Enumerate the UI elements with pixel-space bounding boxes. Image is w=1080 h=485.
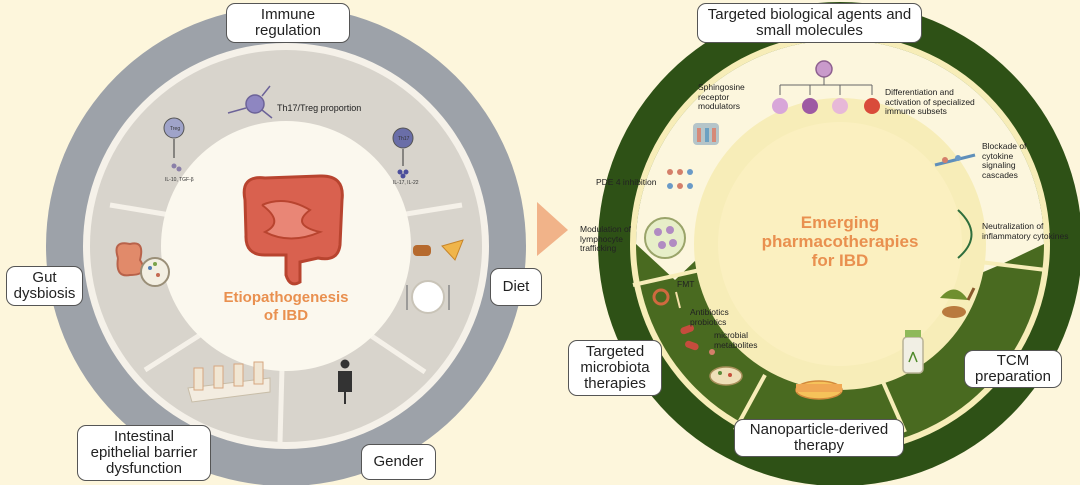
th17-cell-icon: [392, 127, 414, 149]
s1p-modulators-label: Sphingosine receptor modulators: [698, 82, 745, 111]
lymphocyte-trafficking-label: Modulation of lymphocyte trafficking: [580, 224, 632, 253]
fmt-label: FMT: [677, 279, 695, 289]
differentiation-label: Differentiation and activation of specia…: [885, 87, 975, 116]
intestinal-barrier-label: Intestinal epithelial barrier dysfunctio…: [77, 425, 211, 481]
neutralization-label: Neutralization of inflammatory cytokines: [982, 221, 1069, 241]
antibiotics-probiotics-label: Antibiotics probiotics: [690, 307, 729, 327]
nanoparticle-icon: [795, 380, 843, 400]
s1p-modulator-icon: [693, 123, 719, 145]
food-icon: [406, 239, 464, 314]
pills-icon: [680, 324, 715, 355]
dendritic-cell-icon: [245, 94, 265, 114]
immune-subsets-icon: [772, 60, 880, 114]
th17-cell-label: Th17: [398, 136, 410, 142]
nanoparticle-therapy-label: Nanoparticle-derived therapy: [734, 419, 904, 457]
left-sector-dividers: [109, 202, 463, 443]
microbes-icon: [115, 242, 170, 287]
left-circle: [46, 6, 526, 485]
right-center-title: Emerging pharmacotherapies for IBD: [761, 213, 919, 270]
targeted-agents-label: Targeted biological agents and small mol…: [697, 3, 922, 43]
fmt-icon: [652, 288, 681, 309]
treg-cell-icon: [163, 117, 185, 139]
gender-label: Gender: [361, 444, 436, 480]
antibody-icon: [957, 209, 973, 259]
treg-cytokines-label: IL-10, TGF-β: [165, 177, 194, 183]
cytokine-blockade-label: Blockade of cytokine signaling cascades: [982, 141, 1027, 180]
right-circle: [598, 2, 1080, 485]
arrow-icon: [537, 202, 568, 256]
immune-regulation-label: Immune regulation: [226, 3, 350, 43]
gut-dysbiosis-label: Gut dysbiosis: [6, 266, 83, 306]
epithelium-icon: [187, 361, 271, 403]
treg-cell-label: Treg: [170, 126, 181, 132]
right-center-disc: [718, 122, 962, 366]
lymphocyte-icon: [644, 217, 686, 259]
microbial-metabolites-label: microbial metabolites: [714, 330, 758, 350]
herbs-icon: [940, 287, 976, 318]
th17-treg-proportion-label: Th17/Treg proportion: [277, 103, 362, 113]
cytokine-blockade-icon: [934, 153, 976, 167]
tcm-preparation-label: TCM preparation: [964, 350, 1062, 388]
intestine-icon: [242, 174, 344, 286]
microbiota-therapies-label: Targeted microbiota therapies: [568, 340, 662, 396]
left-center-title: Etiopathogenesis of IBD: [223, 289, 349, 324]
gender-icon: [338, 359, 352, 404]
herb-bottle-icon: [902, 330, 924, 374]
plate-icon: [709, 366, 743, 386]
diet-label: Diet: [490, 268, 542, 306]
pde4-inhibition-label: PDE 4 inhibition: [596, 177, 657, 187]
th17-cytokines-label: IL-17, IL-22: [393, 180, 419, 186]
pde4-icon: [667, 169, 693, 189]
